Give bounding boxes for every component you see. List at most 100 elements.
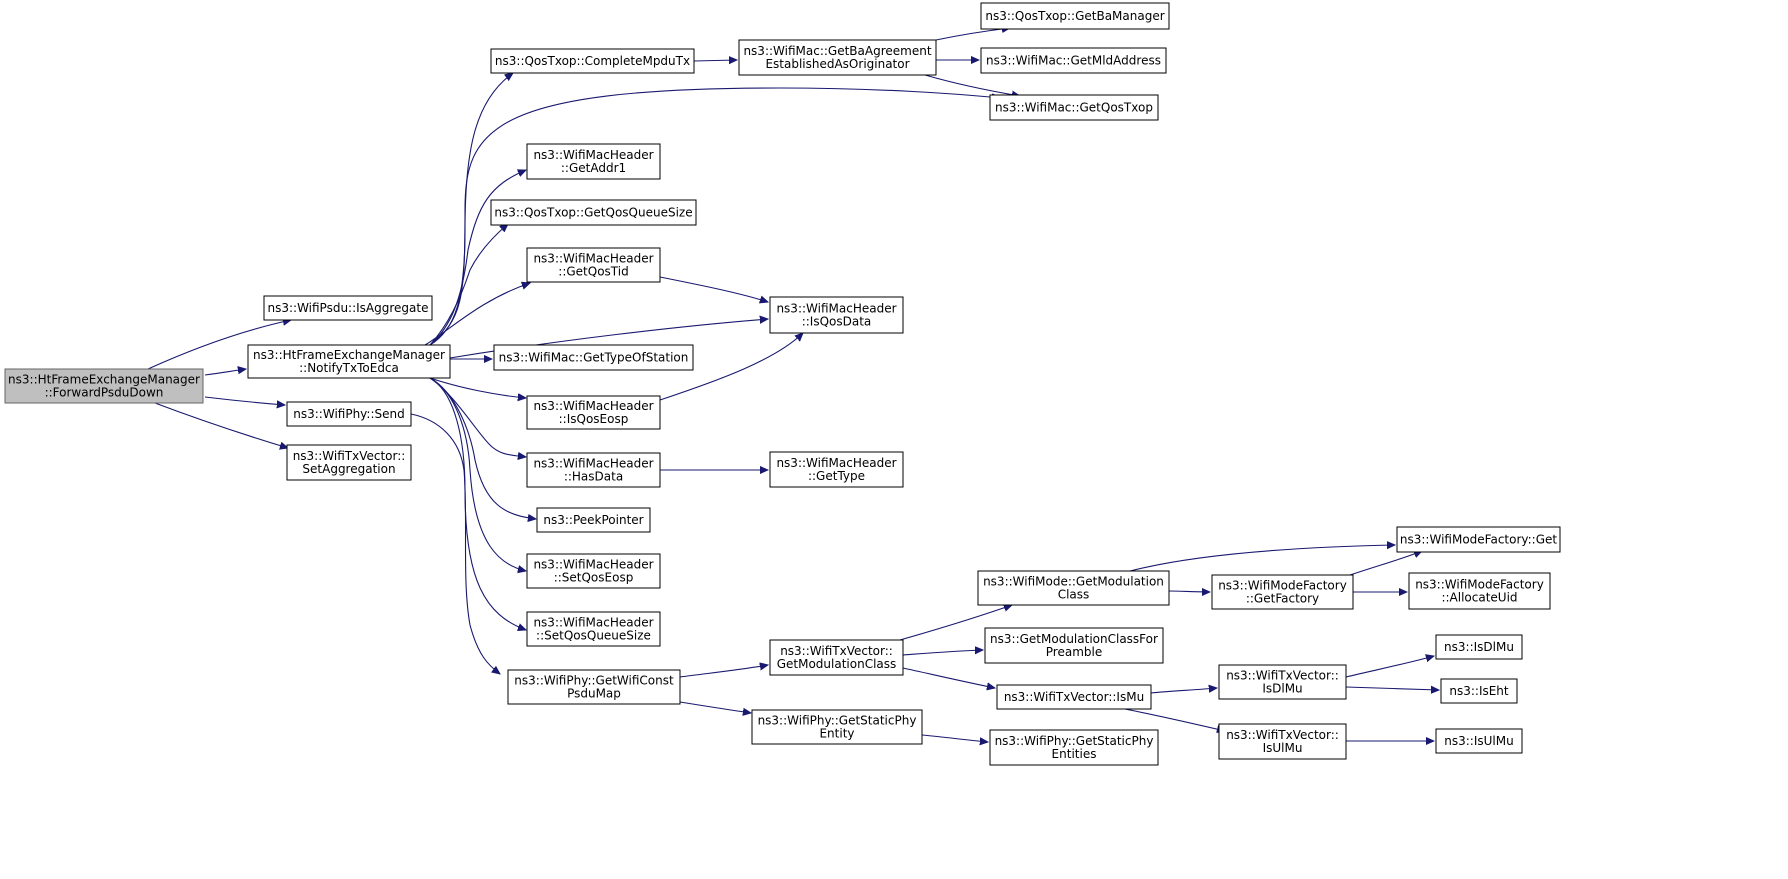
node-label: Entity: [819, 727, 854, 741]
node-label: ns3::WifiTxVector::IsMu: [1004, 690, 1144, 704]
node-label: ns3::WifiMacHeader: [533, 616, 653, 630]
edge-notify-to-peek: [429, 377, 536, 519]
edge-modemod-to-factget: [1129, 545, 1395, 572]
node-label: ns3::WifiPhy::GetStaticPhy: [995, 734, 1154, 748]
edge-root-to-isagg: [147, 320, 291, 370]
node-box: [493, 344, 694, 371]
node-notify[interactable]: ns3::HtFrameExchangeManager::NotifyTxToE…: [247, 344, 451, 379]
node-label: ns3::WifiMacHeader: [533, 558, 653, 572]
node-box: [1211, 574, 1354, 610]
edge-txvmod-to-ismu: [902, 667, 995, 688]
node-qsize[interactable]: ns3::QosTxop::GetQosQueueSize: [490, 199, 697, 226]
node-label: ns3::WifiMacHeader: [533, 399, 653, 413]
node-label: ns3::WifiPhy::Send: [293, 407, 404, 421]
node-label: ns3::WifiModeFactory::Get: [1400, 533, 1557, 547]
node-label: ns3::WifiPhy::GetStaticPhy: [758, 714, 917, 728]
node-isagg[interactable]: ns3::WifiPsdu::IsAggregate: [263, 295, 433, 321]
node-label: ns3::WifiMac::GetTypeOfStation: [499, 351, 689, 365]
node-qoseosp[interactable]: ns3::WifiMacHeader::IsQosEosp: [526, 395, 661, 430]
node-label: ::GetAddr1: [561, 161, 626, 175]
node-label: ::SetQosEosp: [554, 571, 634, 585]
node-label: ns3::WifiMacHeader: [533, 457, 653, 471]
edge-txvisdlmu-to-iseht: [1345, 687, 1439, 690]
node-box: [1218, 723, 1347, 760]
edge-notify-to-setqoseosp: [429, 377, 526, 571]
node-isqosdata[interactable]: ns3::WifiMacHeader::IsQosData: [769, 296, 904, 334]
node-isdlmu[interactable]: ns3::IsDlMu: [1435, 634, 1523, 660]
node-label: PsduMap: [567, 687, 621, 701]
node-txvmod[interactable]: ns3::WifiTxVector::GetModulationClass: [769, 639, 904, 676]
node-factget[interactable]: ns3::WifiModeFactory::Get: [1396, 526, 1561, 553]
node-box: [980, 2, 1170, 30]
edge-psdumap-to-staticent: [679, 701, 751, 713]
node-setagg[interactable]: ns3::WifiTxVector::SetAggregation: [286, 444, 412, 481]
edge-txvmod-to-modpre: [902, 650, 983, 656]
node-label: ns3::IsUlMu: [1444, 734, 1513, 748]
nodes-layer: ns3::HtFrameExchangeManager::ForwardPsdu…: [4, 2, 1561, 766]
edge-psdumap-to-txvmod: [679, 665, 768, 678]
node-label: ns3::QosTxop::GetBaManager: [985, 9, 1164, 23]
node-setqsize[interactable]: ns3::WifiMacHeader::SetQosQueueSize: [526, 611, 661, 647]
node-label: ns3::WifiMacHeader: [776, 456, 896, 470]
node-box: [263, 295, 433, 321]
node-peek[interactable]: ns3::PeekPointer: [536, 507, 651, 533]
node-label: Entities: [1052, 747, 1097, 761]
edge-send-to-psdumap: [410, 413, 500, 674]
node-box: [526, 395, 661, 430]
node-qostxop[interactable]: ns3::WifiMac::GetQosTxop: [989, 94, 1159, 121]
edge-qoseosp-to-isqosdata: [659, 333, 803, 401]
node-isulmu[interactable]: ns3::IsUlMu: [1435, 728, 1523, 754]
node-iseht[interactable]: ns3::IsEht: [1440, 678, 1518, 704]
node-box: [738, 39, 937, 76]
node-label: IsDlMu: [1262, 682, 1302, 696]
node-label: ns3::WifiTxVector::: [1226, 728, 1339, 742]
node-label: ns3::WifiMacHeader: [533, 148, 653, 162]
node-typesta[interactable]: ns3::WifiMac::GetTypeOfStation: [493, 344, 694, 371]
node-alloc[interactable]: ns3::WifiModeFactory::AllocateUid: [1408, 572, 1551, 610]
node-box: [769, 639, 904, 676]
node-box: [1440, 678, 1518, 704]
node-label: ns3::QosTxop::GetQosQueueSize: [494, 206, 692, 220]
node-hasdata[interactable]: ns3::WifiMacHeader::HasData: [526, 452, 661, 488]
node-ismu[interactable]: ns3::WifiTxVector::IsMu: [996, 684, 1152, 710]
node-modemod[interactable]: ns3::WifiMode::GetModulationClass: [977, 570, 1170, 606]
node-complete[interactable]: ns3::QosTxop::CompleteMpduTx: [490, 48, 695, 74]
node-label: ns3::WifiModeFactory: [1218, 579, 1347, 593]
node-getba[interactable]: ns3::WifiMac::GetBaAgreementEstablishedA…: [738, 39, 937, 76]
node-bamgr[interactable]: ns3::QosTxop::GetBaManager: [980, 2, 1170, 30]
edge-ismu-to-txvisulmu: [1124, 708, 1225, 731]
node-send[interactable]: ns3::WifiPhy::Send: [286, 401, 412, 427]
node-qostid[interactable]: ns3::WifiMacHeader::GetQosTid: [526, 247, 661, 283]
node-root[interactable]: ns3::HtFrameExchangeManager::ForwardPsdu…: [4, 368, 204, 404]
node-box: [490, 199, 697, 226]
node-box: [4, 368, 204, 404]
node-txvisulmu[interactable]: ns3::WifiTxVector::IsUlMu: [1218, 723, 1347, 760]
node-addr1[interactable]: ns3::WifiMacHeader::GetAddr1: [526, 143, 661, 180]
node-setqoseosp[interactable]: ns3::WifiMacHeader::SetQosEosp: [526, 553, 661, 589]
node-label: ::HasData: [564, 470, 623, 484]
node-label: ns3::HtFrameExchangeManager: [8, 373, 200, 387]
node-getfact[interactable]: ns3::WifiModeFactory::GetFactory: [1211, 574, 1354, 610]
node-gettype[interactable]: ns3::WifiMacHeader::GetType: [769, 451, 904, 488]
node-label: ::ForwardPsduDown: [45, 386, 164, 400]
node-box: [1218, 664, 1347, 700]
node-txvisdlmu[interactable]: ns3::WifiTxVector::IsDlMu: [1218, 664, 1347, 700]
edge-staticent-to-staticents: [921, 734, 988, 742]
node-label: ::IsQosData: [802, 315, 872, 329]
node-box: [526, 611, 661, 647]
edge-notify-to-qostid: [424, 283, 530, 346]
edges-layer: [147, 28, 1439, 742]
edge-notify-to-addr1: [429, 170, 526, 346]
node-label: ::GetType: [808, 469, 865, 483]
node-label: ns3::WifiMac::GetMldAddress: [986, 54, 1161, 68]
node-mld[interactable]: ns3::WifiMac::GetMldAddress: [980, 47, 1167, 74]
node-label: ns3::WifiPsdu::IsAggregate: [267, 301, 428, 315]
node-box: [1396, 526, 1561, 553]
edge-root-to-send: [204, 396, 285, 405]
node-box: [286, 444, 412, 481]
